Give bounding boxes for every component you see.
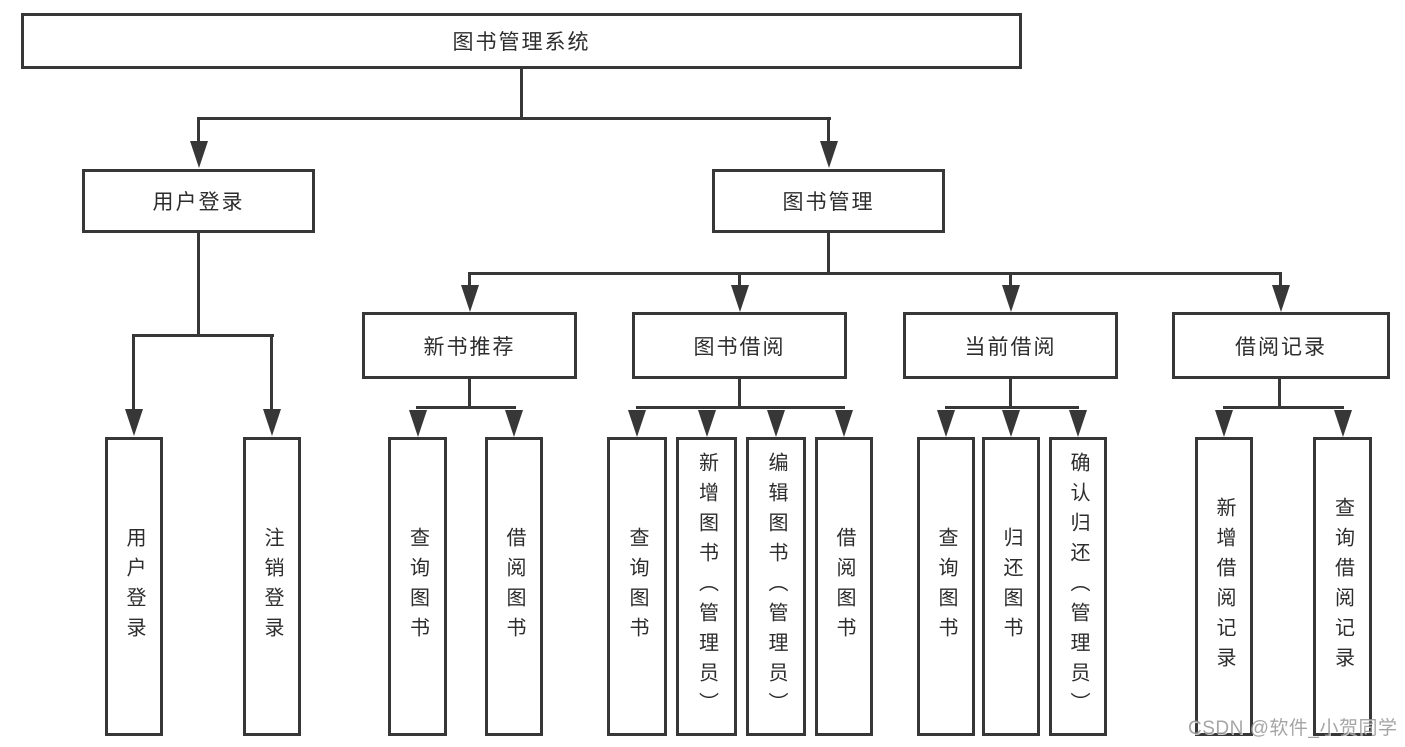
node-library-management-system: 图书管理系统 bbox=[21, 13, 1022, 69]
edge-drop-book-borrow bbox=[738, 272, 741, 286]
leaf-logout: 注销登录 bbox=[243, 437, 301, 736]
edge-new-book-rec-split bbox=[416, 406, 516, 409]
edge-book-borrow-split bbox=[636, 406, 845, 409]
arrow-to-leaf-confirm-return bbox=[1069, 410, 1087, 437]
edge-drop-current-borrow bbox=[1009, 272, 1012, 286]
leaf-query-books-borrow: 查询图书 bbox=[607, 437, 667, 736]
arrow-to-leaf-query-books-1 bbox=[409, 410, 427, 437]
edge-book-management-stem bbox=[827, 233, 830, 274]
edge-drop-borrow-record bbox=[1279, 272, 1282, 286]
arrow-to-leaf-query-record bbox=[1334, 410, 1352, 437]
node-new-book-recommendation: 新书推荐 bbox=[362, 312, 577, 379]
edge-borrow-record-split bbox=[1223, 406, 1344, 409]
arrow-to-leaf-query-books-2 bbox=[628, 410, 646, 437]
arrow-to-leaf-borrow-books-2 bbox=[835, 410, 853, 437]
edge-current-borrow-stem bbox=[1009, 379, 1012, 408]
node-current-borrowing: 当前借阅 bbox=[903, 312, 1118, 379]
leaf-borrow-books: 借阅图书 bbox=[815, 437, 873, 736]
arrow-to-leaf-return-books bbox=[1002, 410, 1020, 437]
node-borrowing-records: 借阅记录 bbox=[1172, 312, 1390, 379]
leaf-query-books-current: 查询图书 bbox=[917, 437, 975, 736]
arrow-to-leaf-add-record bbox=[1215, 410, 1233, 437]
arrow-to-borrow-record bbox=[1272, 285, 1290, 312]
edge-drop-book-management bbox=[827, 117, 830, 148]
arrow-to-leaf-add-books bbox=[698, 410, 716, 437]
arrow-to-book-borrow bbox=[731, 285, 749, 312]
node-user-login: 用户登录 bbox=[82, 169, 315, 233]
edge-drop-user-login bbox=[197, 117, 200, 148]
edge-user-login-stem bbox=[197, 233, 200, 336]
leaf-query-borrow-record: 查询借阅记录 bbox=[1313, 437, 1372, 736]
leaf-query-books-newrec: 查询图书 bbox=[388, 437, 447, 736]
edge-new-book-rec-stem bbox=[468, 379, 471, 408]
arrow-to-user-login bbox=[190, 141, 208, 168]
leaf-user-login: 用户登录 bbox=[105, 437, 163, 736]
arrow-to-leaf-user-login bbox=[125, 409, 143, 436]
arrow-to-book-management bbox=[820, 141, 838, 168]
arrow-to-leaf-query-books-3 bbox=[937, 410, 955, 437]
arrow-to-new-book-rec bbox=[461, 285, 479, 312]
leaf-return-books: 归还图书 bbox=[982, 437, 1040, 736]
csdn-watermark: CSDN @软件_小贺同学 bbox=[1188, 718, 1398, 739]
leaf-edit-books-admin: 编辑图书（管理员） bbox=[746, 437, 806, 736]
edge-borrow-record-stem bbox=[1278, 379, 1281, 408]
edge-current-borrow-split bbox=[945, 406, 1079, 409]
edge-root-split bbox=[197, 117, 831, 120]
node-book-borrowing: 图书借阅 bbox=[632, 312, 847, 379]
edge-drop-new-book-rec bbox=[468, 272, 471, 286]
leaf-add-books-admin: 新增图书（管理员） bbox=[676, 437, 737, 736]
edge-drop-leaf-user-login bbox=[132, 334, 135, 412]
arrow-to-leaf-edit-books bbox=[767, 410, 785, 437]
arrow-to-leaf-logout bbox=[263, 409, 281, 436]
node-book-management: 图书管理 bbox=[712, 169, 945, 233]
arrow-to-current-borrow bbox=[1002, 285, 1020, 312]
arrow-to-leaf-borrow-books-1 bbox=[505, 410, 523, 437]
leaf-confirm-return-admin: 确认归还（管理员） bbox=[1049, 437, 1107, 736]
leaf-borrow-books-newrec: 借阅图书 bbox=[485, 437, 543, 736]
edge-book-borrow-stem bbox=[738, 379, 741, 408]
leaf-add-borrow-record: 新增借阅记录 bbox=[1195, 437, 1253, 736]
edge-drop-leaf-logout bbox=[270, 334, 273, 412]
edge-user-login-split bbox=[133, 334, 274, 337]
edge-book-management-split bbox=[469, 272, 1282, 275]
edge-root-stem bbox=[520, 69, 523, 118]
